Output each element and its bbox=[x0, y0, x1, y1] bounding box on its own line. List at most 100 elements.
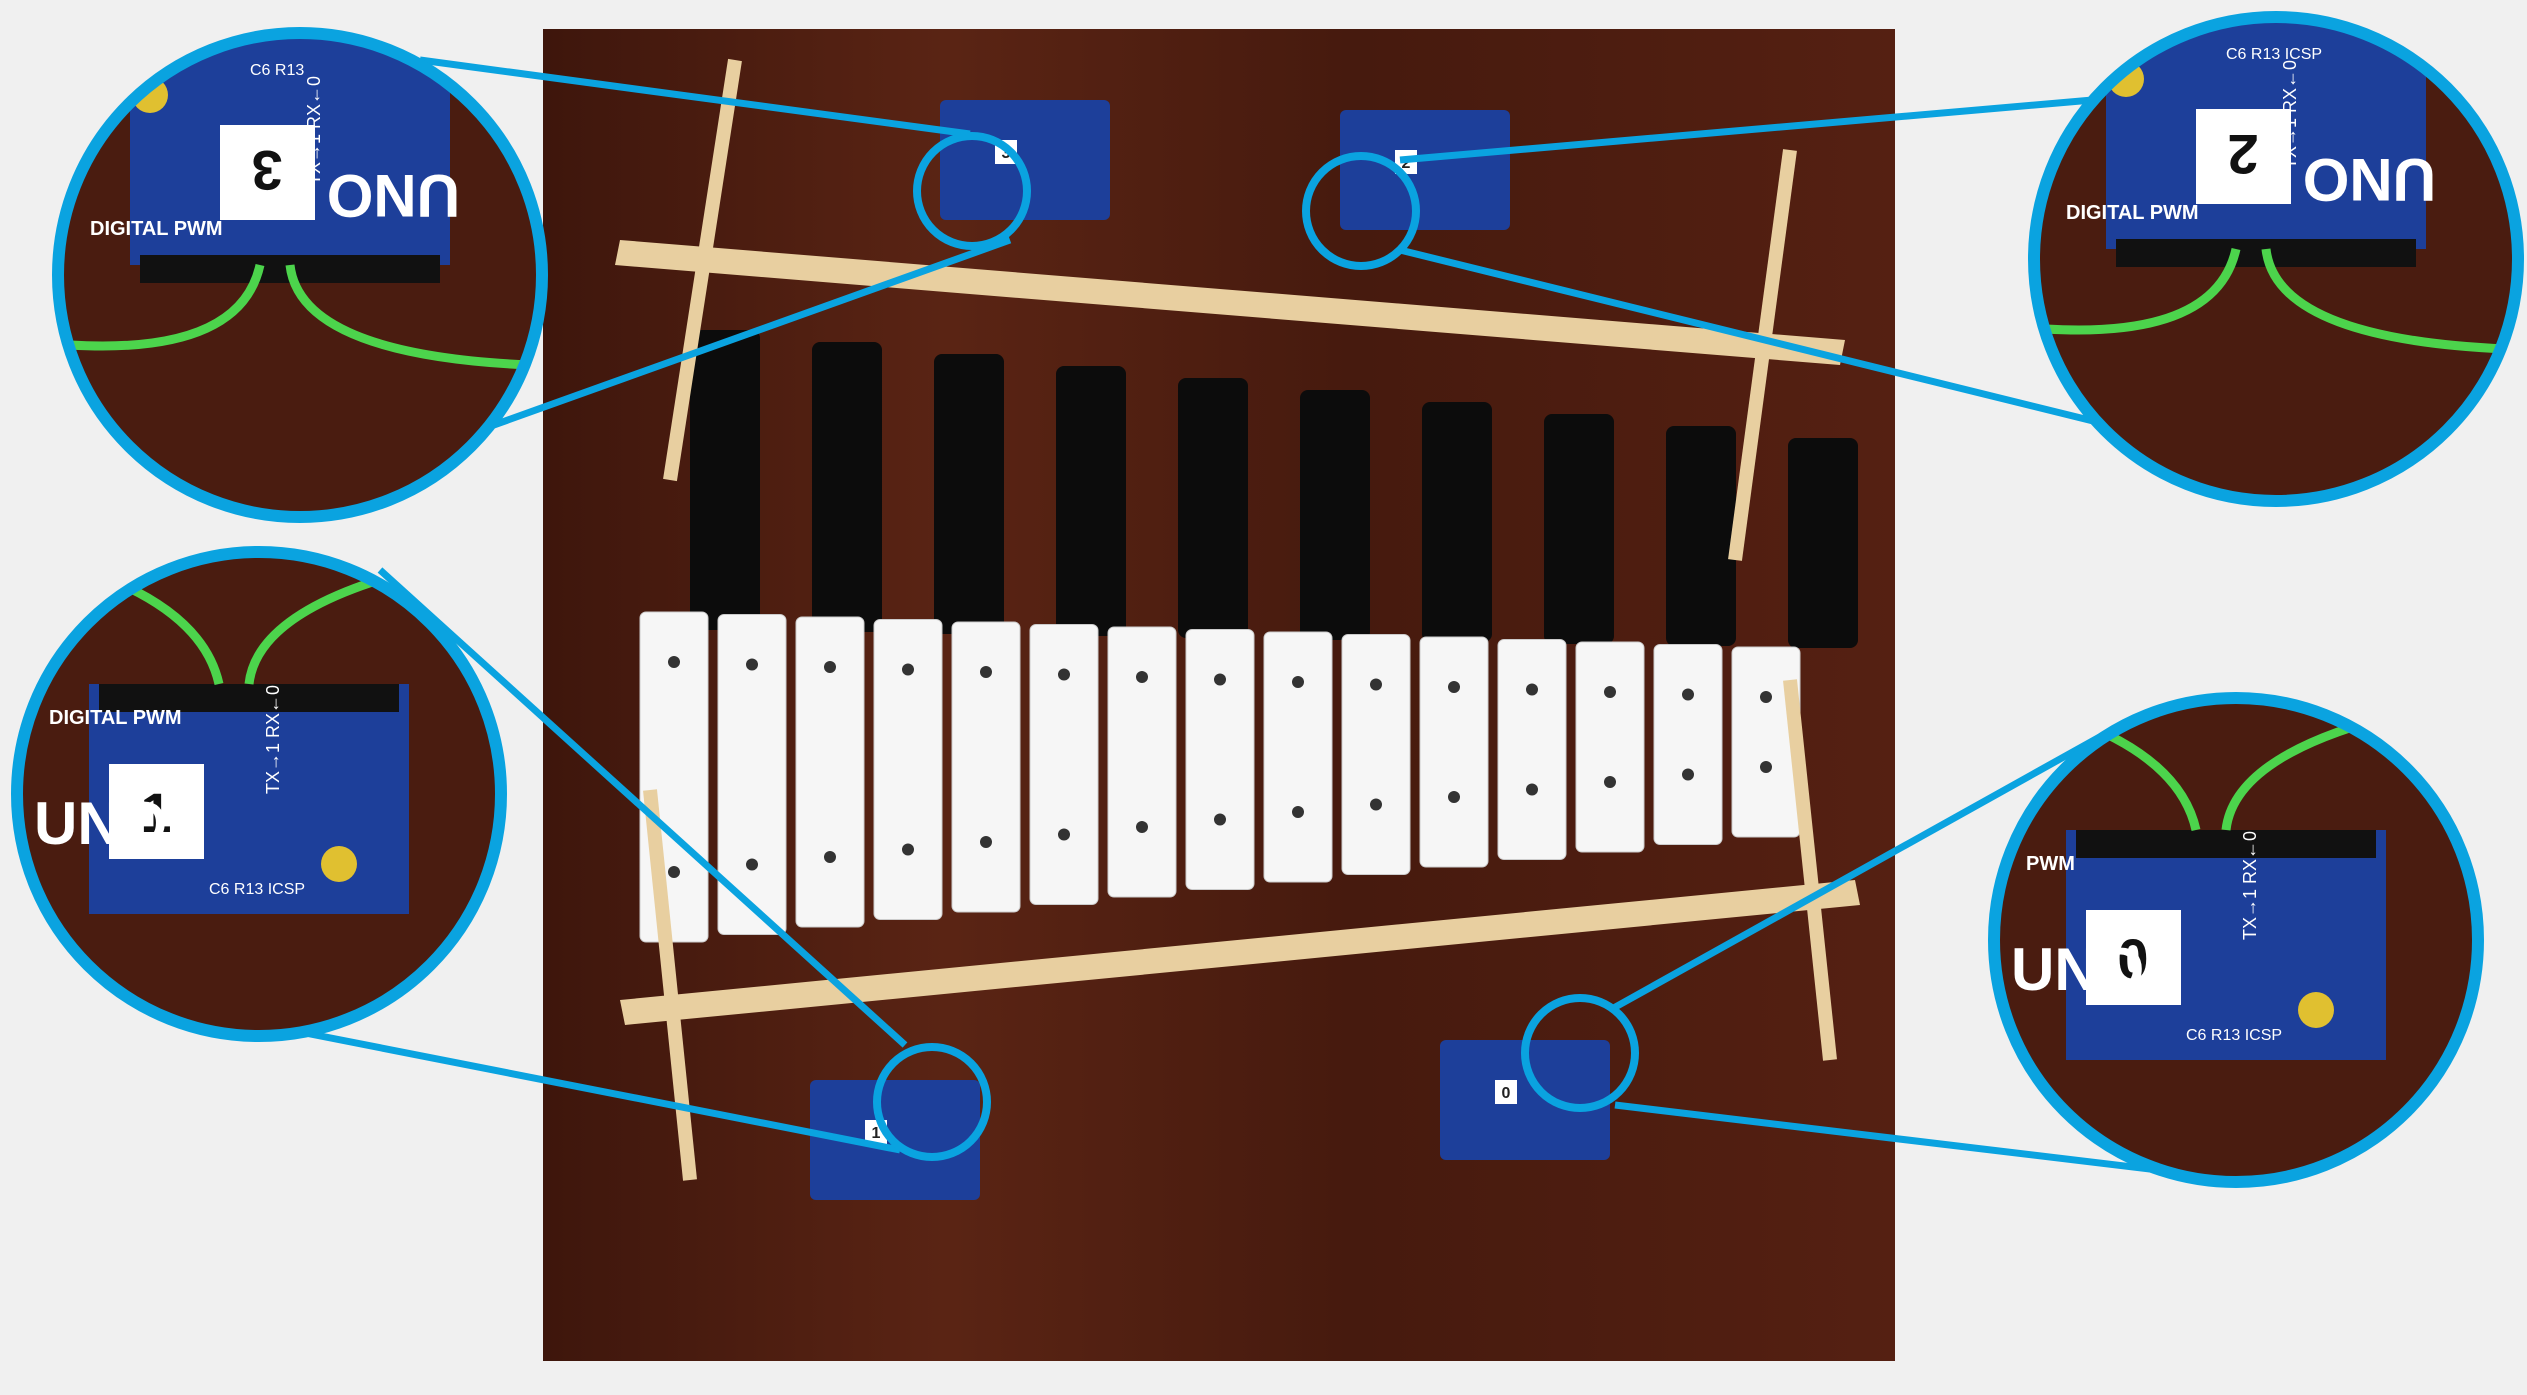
key-screw bbox=[1526, 683, 1538, 696]
component-labels: C6 R13 bbox=[250, 62, 304, 79]
arduino-board bbox=[1340, 110, 1510, 230]
uno-text: UNO bbox=[327, 162, 460, 229]
pin-header bbox=[2076, 830, 2376, 858]
callout-circle bbox=[1988, 692, 2484, 1188]
mounting-screw bbox=[2298, 992, 2334, 1028]
key-screw bbox=[1448, 681, 1460, 693]
pin-label: TX→1 RX←0 bbox=[263, 685, 283, 794]
white-key bbox=[1419, 636, 1489, 868]
white-key bbox=[1575, 641, 1645, 853]
black-key bbox=[1422, 402, 1492, 642]
black-key bbox=[690, 330, 760, 630]
mallet-stick bbox=[1783, 679, 1837, 1061]
callout-line bbox=[1608, 716, 2132, 1014]
callout-line bbox=[377, 567, 908, 1048]
uno-text: UNO bbox=[34, 790, 167, 857]
white-key bbox=[1497, 639, 1567, 860]
white-key bbox=[1263, 631, 1333, 883]
green-wire bbox=[2045, 247, 2241, 335]
black-key bbox=[812, 342, 882, 632]
white-key bbox=[1185, 629, 1255, 890]
component-labels: C6 R13 ICSP bbox=[2226, 46, 2322, 63]
number-text: 1 bbox=[140, 781, 171, 844]
number-label bbox=[109, 764, 204, 859]
callout-line bbox=[1399, 246, 2171, 444]
key-screw bbox=[1604, 776, 1616, 788]
key-screw bbox=[1058, 828, 1070, 841]
mallet-stick bbox=[1728, 149, 1797, 561]
white-key bbox=[795, 616, 865, 928]
mallet-stick bbox=[663, 58, 742, 482]
black-key bbox=[1300, 390, 1370, 640]
number-label bbox=[220, 125, 315, 220]
key-screw bbox=[1448, 791, 1460, 803]
number-label bbox=[2196, 109, 2291, 204]
mallet-stick bbox=[643, 789, 697, 1181]
board-label: 2 bbox=[1402, 155, 1411, 172]
white-key bbox=[873, 619, 943, 920]
key-screw bbox=[1682, 768, 1694, 781]
key-screw bbox=[824, 661, 836, 673]
black-key bbox=[1056, 366, 1126, 636]
number-text: 2 bbox=[2227, 123, 2258, 186]
key-screw bbox=[980, 666, 992, 678]
arduino-board bbox=[1440, 1040, 1610, 1160]
key-screw bbox=[1760, 761, 1772, 773]
callout-line bbox=[1399, 91, 2151, 164]
uno-text: UNO bbox=[2303, 146, 2436, 213]
key-screw bbox=[902, 843, 914, 856]
callout-line bbox=[1614, 1101, 2201, 1179]
silkscreen-text: DIGITAL PWM bbox=[2066, 202, 2199, 224]
callout-line bbox=[419, 56, 971, 138]
black-key bbox=[1666, 426, 1736, 646]
white-key bbox=[717, 614, 787, 935]
board-label: 3 bbox=[1002, 145, 1011, 162]
callout-circle bbox=[11, 546, 507, 1042]
white-key bbox=[951, 621, 1021, 913]
key-screw bbox=[1370, 798, 1382, 811]
callout-circle bbox=[2028, 11, 2524, 507]
green-wire bbox=[285, 264, 531, 370]
black-key bbox=[934, 354, 1004, 634]
key-screw bbox=[1136, 671, 1148, 683]
key-screw bbox=[1214, 813, 1226, 826]
green-wire bbox=[69, 263, 265, 351]
key-screw bbox=[746, 658, 758, 671]
callout-line bbox=[289, 1026, 901, 1154]
key-screw bbox=[1604, 686, 1616, 698]
mounting-screw bbox=[321, 846, 357, 882]
component-labels: C6 R13 ICSP bbox=[2186, 1027, 2282, 1044]
small-callout-circle bbox=[1302, 152, 1420, 270]
key-screw bbox=[668, 656, 680, 668]
bottom-rail bbox=[620, 880, 1860, 1025]
white-key bbox=[1653, 644, 1723, 845]
key-screw bbox=[1526, 783, 1538, 796]
uno-text: UNO bbox=[2011, 936, 2144, 1003]
component-labels: C6 R13 ICSP bbox=[209, 881, 305, 898]
pin-label: TX→1 RX←0 bbox=[304, 76, 324, 185]
key-screw bbox=[1214, 673, 1226, 686]
pin-label: TX→1 RX←0 bbox=[2280, 60, 2300, 169]
number-text: 3 bbox=[251, 139, 282, 202]
key-screw bbox=[824, 851, 836, 863]
key-screw bbox=[746, 858, 758, 871]
key-screw bbox=[1292, 676, 1304, 688]
green-wire bbox=[2261, 248, 2507, 354]
number-label bbox=[2086, 910, 2181, 1005]
key-screw bbox=[980, 836, 992, 848]
key-screw bbox=[1760, 691, 1772, 703]
small-callout-circle bbox=[913, 132, 1031, 250]
callout-circle bbox=[52, 27, 548, 523]
key-screw bbox=[1292, 806, 1304, 818]
silkscreen-text: DIGITAL PWM bbox=[49, 707, 182, 729]
board-label: 1 bbox=[872, 1125, 881, 1142]
small-callout-circle bbox=[1521, 994, 1639, 1112]
key-screw bbox=[1058, 668, 1070, 681]
key-screw bbox=[902, 663, 914, 676]
callout-line bbox=[478, 236, 1012, 434]
pin-label: TX→1 RX←0 bbox=[2240, 831, 2260, 940]
